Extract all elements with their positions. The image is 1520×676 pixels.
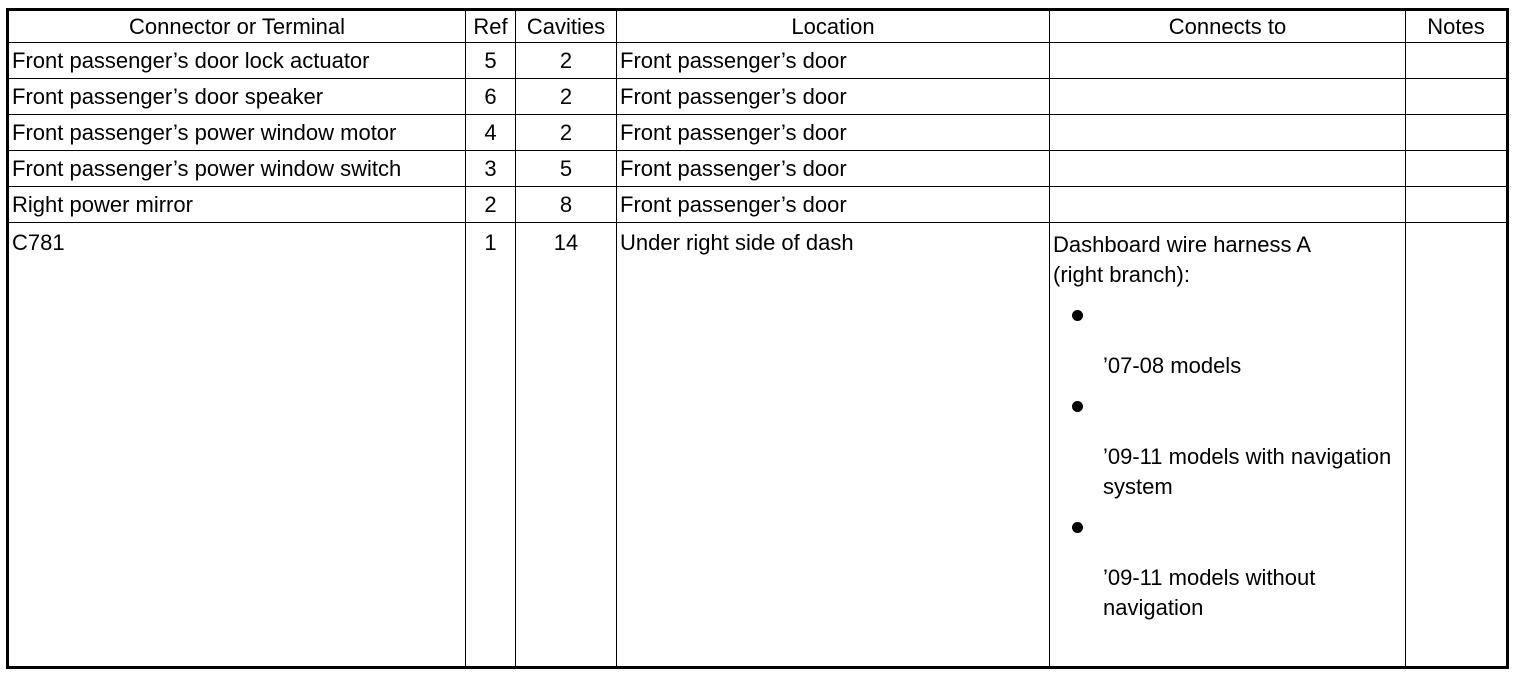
cavities-cell: 2 [515, 78, 617, 115]
ref-cell: 2 [465, 186, 516, 223]
notes-cell [1405, 222, 1508, 668]
header-row: Connector or Terminal Ref Cavities Locat… [7, 9, 1508, 43]
connects-to-cell [1049, 150, 1406, 187]
table-row: Front passenger’s power window motor 4 2… [7, 114, 1508, 151]
cavities-cell: 2 [515, 42, 617, 79]
ref-cell: 6 [465, 78, 516, 115]
cavities-cell: 2 [515, 114, 617, 151]
list-item: ’09-11 models without navigation [1053, 522, 1402, 623]
bullet-icon [1072, 522, 1083, 533]
table-row-c781: C781 1 14 Under right side of dash Dashb… [7, 222, 1508, 668]
connector-cell: Right power mirror [7, 186, 466, 223]
table-row: Front passenger’s door lock actuator 5 2… [7, 42, 1508, 79]
notes-cell [1405, 114, 1508, 151]
ref-cell: 1 [465, 222, 516, 668]
list-item-text: ’09-11 models without navigation [1103, 565, 1316, 620]
notes-cell [1405, 150, 1508, 187]
cavities-cell: 14 [515, 222, 617, 668]
table-row: Front passenger’s power window switch 3 … [7, 150, 1508, 187]
notes-cell [1405, 42, 1508, 79]
model-list: ’07-08 models ’09-11 models with navigat… [1053, 310, 1402, 623]
connector-cell: Front passenger’s door lock actuator [7, 42, 466, 79]
location-cell: Front passenger’s door [616, 150, 1050, 187]
location-cell: Front passenger’s door [616, 78, 1050, 115]
header-connector: Connector or Terminal [7, 9, 466, 43]
cavities-cell: 5 [515, 150, 617, 187]
connects-to-cell [1049, 114, 1406, 151]
notes-cell [1405, 186, 1508, 223]
ref-cell: 3 [465, 150, 516, 187]
table-row: Right power mirror 2 8 Front passenger’s… [7, 186, 1508, 223]
bullet-icon [1072, 310, 1083, 321]
location-cell: Front passenger’s door [616, 42, 1050, 79]
connector-cell: C781 [7, 222, 466, 668]
header-cavities: Cavities [515, 9, 617, 43]
connects-to-cell [1049, 42, 1406, 79]
list-item: ’09-11 models with navigation system [1053, 401, 1402, 502]
location-cell: Front passenger’s door [616, 186, 1050, 223]
connects-to-cell [1049, 186, 1406, 223]
table-row: Front passenger’s door speaker 6 2 Front… [7, 78, 1508, 115]
connector-cell: Front passenger’s door speaker [7, 78, 466, 115]
header-notes: Notes [1405, 9, 1508, 43]
connector-cell: Front passenger’s power window motor [7, 114, 466, 151]
list-item: ’07-08 models [1053, 310, 1402, 381]
connects-to-cell [1049, 78, 1406, 115]
list-item-text: ’07-08 models [1103, 353, 1242, 378]
list-item-text: ’09-11 models with navigation system [1103, 444, 1392, 499]
ref-cell: 4 [465, 114, 516, 151]
location-cell: Under right side of dash [616, 222, 1050, 668]
cavities-cell: 8 [515, 186, 617, 223]
bullet-icon [1072, 401, 1083, 412]
location-cell: Front passenger’s door [616, 114, 1050, 151]
connects-to-line1: Dashboard wire harness A [1053, 232, 1312, 257]
connector-table: Connector or Terminal Ref Cavities Locat… [6, 8, 1509, 669]
ref-cell: 5 [465, 42, 516, 79]
connects-to-line2: (right branch): [1053, 262, 1190, 287]
header-connects-to: Connects to [1049, 9, 1406, 43]
notes-cell [1405, 78, 1508, 115]
header-location: Location [616, 9, 1050, 43]
header-ref: Ref [465, 9, 516, 43]
connector-cell: Front passenger’s power window switch [7, 150, 466, 187]
connects-to-cell: Dashboard wire harness A (right branch):… [1049, 222, 1406, 668]
